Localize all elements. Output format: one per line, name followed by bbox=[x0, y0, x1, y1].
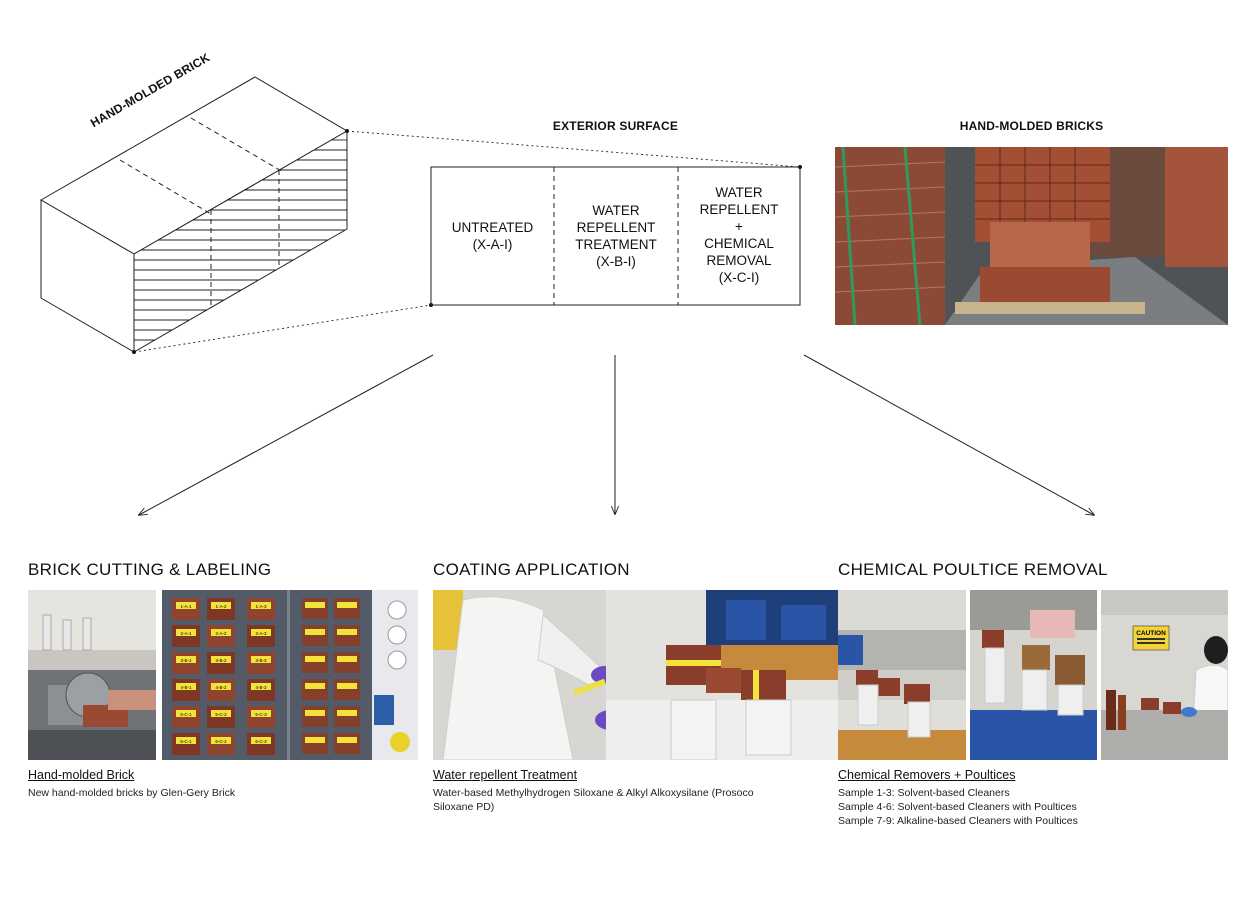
brick-sample bbox=[302, 733, 328, 754]
sample-tag-text: 5-C-2 bbox=[215, 712, 227, 717]
section-title-removal: CHEMICAL POULTICE REMOVAL bbox=[838, 560, 1108, 579]
sample-tag bbox=[337, 602, 357, 608]
zone-chemical-removal: WATER REPELLENT + CHEMICAL REMOVAL (X-C-… bbox=[699, 185, 779, 285]
arrow-left bbox=[139, 354, 434, 515]
sample-tag bbox=[176, 656, 196, 663]
brick-sample bbox=[334, 733, 360, 754]
sample-tag-text: 2-A-2 bbox=[215, 631, 227, 636]
sample-tag-text: 1-A-1 bbox=[180, 604, 192, 609]
caption-line: Sample 7-9: Alkaline-based Cleaners with… bbox=[838, 815, 1078, 827]
brick-sample bbox=[334, 679, 360, 700]
sample-tag bbox=[176, 683, 196, 690]
caption-line: Water-based Methylhydrogen Siloxane & Al… bbox=[433, 787, 754, 799]
sample-tag bbox=[305, 710, 325, 716]
brick-face-dividers bbox=[210, 170, 280, 307]
sample-tag bbox=[251, 629, 271, 636]
caution-sign-text: CAUTION bbox=[1136, 630, 1166, 637]
sample-tag bbox=[337, 683, 357, 689]
photo-fume-hood: CAUTION bbox=[1101, 590, 1228, 760]
sample-tag-text: 4-B-1 bbox=[180, 685, 192, 690]
caption-line: Sample 1-3: Solvent-based Cleaners bbox=[838, 787, 1010, 799]
sample-tag bbox=[305, 602, 325, 608]
sample-tag-text: 6-C-3 bbox=[255, 739, 267, 744]
sample-tag bbox=[305, 656, 325, 662]
sample-tag-text: 5-C-1 bbox=[180, 712, 192, 717]
sample-tag bbox=[251, 737, 271, 744]
caption-line: New hand-molded bricks by Glen-Gery Bric… bbox=[28, 787, 236, 799]
sample-tag bbox=[251, 656, 271, 663]
sample-tag bbox=[251, 602, 271, 609]
sample-tag-text: 2-A-1 bbox=[180, 631, 192, 636]
sample-tag-text: 1-A-3 bbox=[255, 604, 267, 609]
arrow-right bbox=[803, 354, 1094, 515]
sample-tag-text: 5-C-3 bbox=[255, 712, 267, 717]
bricks-photo-title: HAND-MOLDED BRICKS bbox=[959, 119, 1104, 133]
caption-line: Sample 4-6: Solvent-based Cleaners with … bbox=[838, 801, 1077, 813]
photo-removal-bench-1 bbox=[838, 590, 966, 760]
sample-tag bbox=[251, 683, 271, 690]
brick-sample bbox=[334, 652, 360, 673]
section-title-coating: COATING APPLICATION bbox=[433, 560, 630, 579]
sample-tag-text: 1-A-2 bbox=[215, 604, 227, 609]
sample-tag-text: 6-C-1 bbox=[180, 739, 192, 744]
caption-title-cutting: Hand-molded Brick bbox=[28, 768, 135, 782]
sample-tag bbox=[176, 737, 196, 744]
sample-tag bbox=[176, 710, 196, 717]
sample-tag-text: 3-B-2 bbox=[215, 658, 227, 663]
sample-tag-text: 4-B-2 bbox=[215, 685, 227, 690]
sample-tag-text: 3-B-3 bbox=[255, 658, 267, 663]
sample-tag-text: 3-B-1 bbox=[180, 658, 192, 663]
brick-isometric bbox=[40, 76, 348, 353]
brick-sample bbox=[302, 598, 328, 619]
sample-tag bbox=[305, 683, 325, 689]
photo-coating-application bbox=[433, 590, 606, 760]
flow-arrows bbox=[139, 354, 1094, 515]
sample-tag bbox=[305, 737, 325, 743]
sample-tag bbox=[211, 656, 231, 663]
caption-title-coating: Water repellent Treatment bbox=[433, 768, 578, 782]
brick-sample bbox=[334, 625, 360, 646]
caption-line: Siloxane PD) bbox=[433, 801, 495, 813]
sample-tag bbox=[251, 710, 271, 717]
sample-tag-text: 4-B-3 bbox=[255, 685, 267, 690]
photo-coated-samples bbox=[606, 590, 851, 760]
section-title-cutting: BRICK CUTTING & LABELING bbox=[28, 560, 272, 579]
brick-sample bbox=[334, 598, 360, 619]
sample-tag bbox=[211, 710, 231, 717]
sample-tag bbox=[211, 683, 231, 690]
zoom-guides bbox=[133, 130, 801, 353]
brick-sample bbox=[302, 652, 328, 673]
exterior-surface-box bbox=[430, 166, 801, 306]
photo-brick-pallets bbox=[835, 147, 1228, 325]
photo-brick-saw bbox=[28, 590, 156, 760]
brick-sample bbox=[302, 679, 328, 700]
sample-tag bbox=[337, 737, 357, 743]
photo-labeled-tray: 1-A-1 1-A-2 1-A-3 2-A-1 2-A-2 2-A-3 3-B-1 3-B-2… bbox=[162, 590, 418, 760]
sample-tag bbox=[337, 710, 357, 716]
brick-sample bbox=[334, 706, 360, 727]
zone-water-repellent: WATER REPELLENT TREATMENT (X-B-I) bbox=[575, 203, 657, 269]
sample-tag bbox=[305, 629, 325, 635]
sample-tag bbox=[211, 602, 231, 609]
sample-tag-text: 2-A-3 bbox=[255, 631, 267, 636]
sample-tag-text: 6-C-2 bbox=[215, 739, 227, 744]
sample-tag bbox=[176, 629, 196, 636]
exterior-surface-title: EXTERIOR SURFACE bbox=[552, 119, 679, 133]
sample-tag bbox=[337, 629, 357, 635]
sample-tag bbox=[337, 656, 357, 662]
photo-removal-bench-2 bbox=[970, 590, 1097, 760]
brick-sample bbox=[302, 706, 328, 727]
sample-tag bbox=[176, 602, 196, 609]
zone-untreated: UNTREATED (X-A-I) bbox=[451, 220, 534, 252]
brick-sample bbox=[302, 625, 328, 646]
caption-title-removal: Chemical Removers + Poultices bbox=[838, 768, 1016, 782]
sample-tag bbox=[211, 737, 231, 744]
sample-tag bbox=[211, 629, 231, 636]
